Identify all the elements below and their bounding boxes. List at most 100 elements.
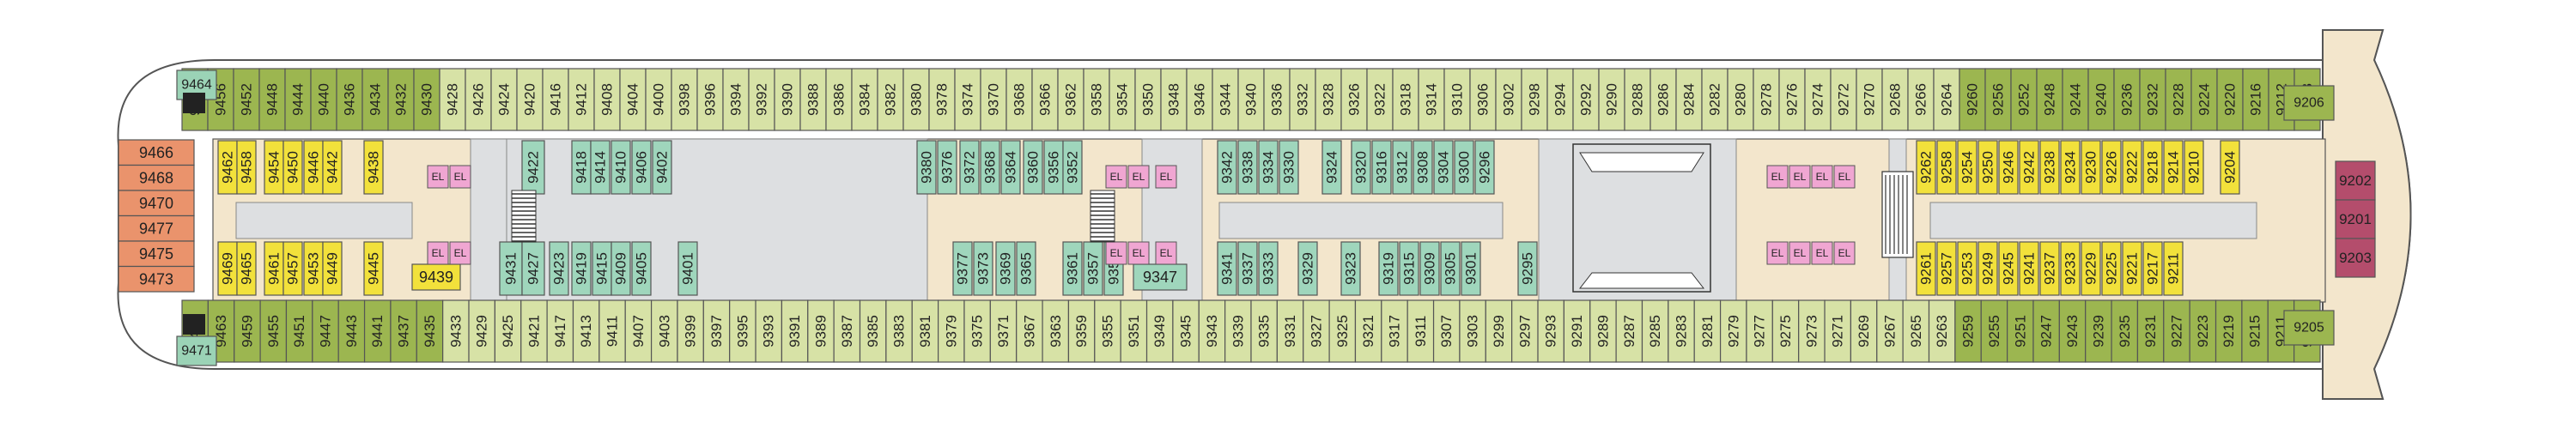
cabin-9225[interactable]: 9225 <box>2101 241 2122 296</box>
cabin-9374[interactable]: 9374 <box>954 68 981 131</box>
cabin-9421[interactable]: 9421 <box>520 299 548 363</box>
cabin-9242[interactable]: 9242 <box>2019 140 2039 195</box>
cabin-9372[interactable]: 9372 <box>959 140 980 195</box>
cabin-9359[interactable]: 9359 <box>1067 299 1096 363</box>
cabin-9340[interactable]: 9340 <box>1237 68 1265 131</box>
cabin-9419[interactable]: 9419 <box>571 241 592 296</box>
cabin-9300[interactable]: 9300 <box>1454 140 1474 195</box>
cabin-9468[interactable]: 9468 <box>118 164 195 191</box>
cabin-9438[interactable]: 9438 <box>363 140 384 195</box>
cabin-9232[interactable]: 9232 <box>2139 68 2166 131</box>
cabin-9296[interactable]: 9296 <box>1474 140 1495 195</box>
cabin-9275[interactable]: 9275 <box>1771 299 1800 363</box>
cabin-9309[interactable]: 9309 <box>1419 241 1440 296</box>
cabin-9395[interactable]: 9395 <box>729 299 756 363</box>
cabin-9441[interactable]: 9441 <box>363 299 392 363</box>
cabin-9255[interactable]: 9255 <box>1980 299 2008 363</box>
cabin-9318[interactable]: 9318 <box>1392 68 1419 131</box>
cabin-9336[interactable]: 9336 <box>1263 68 1291 131</box>
cabin-9349[interactable]: 9349 <box>1145 299 1174 363</box>
cabin-9330[interactable]: 9330 <box>1279 140 1299 195</box>
cabin-9448[interactable]: 9448 <box>258 68 286 131</box>
cabin-9244[interactable]: 9244 <box>2062 68 2089 131</box>
cabin-9368[interactable]: 9368 <box>1005 68 1033 131</box>
cabin-9248[interactable]: 9248 <box>2036 68 2063 131</box>
cabin-9403[interactable]: 9403 <box>650 299 678 363</box>
cabin-9218[interactable]: 9218 <box>2142 140 2163 195</box>
cabin-9320[interactable]: 9320 <box>1351 140 1371 195</box>
cabin-9226[interactable]: 9226 <box>2101 140 2122 195</box>
cabin-9413[interactable]: 9413 <box>572 299 600 363</box>
cabin-9224[interactable]: 9224 <box>2190 68 2218 131</box>
cabin-9342[interactable]: 9342 <box>1217 140 1237 195</box>
cabin-9217[interactable]: 9217 <box>2142 241 2163 296</box>
cabin-9389[interactable]: 9389 <box>807 299 835 363</box>
cabin-9450[interactable]: 9450 <box>283 140 303 195</box>
cabin-9322[interactable]: 9322 <box>1366 68 1394 131</box>
cabin-9249[interactable]: 9249 <box>1978 241 1998 296</box>
cabin-9443[interactable]: 9443 <box>337 299 366 363</box>
cabin-9333[interactable]: 9333 <box>1258 241 1279 296</box>
cabin-9253[interactable]: 9253 <box>1957 241 1978 296</box>
cabin-9321[interactable]: 9321 <box>1354 299 1382 363</box>
cabin-9236[interactable]: 9236 <box>2113 68 2141 131</box>
cabin-9285[interactable]: 9285 <box>1641 299 1669 363</box>
cabin-9288[interactable]: 9288 <box>1624 68 1651 131</box>
cabin-9422[interactable]: 9422 <box>521 140 545 195</box>
cabin-9358[interactable]: 9358 <box>1083 68 1110 131</box>
cabin-9408[interactable]: 9408 <box>593 68 621 131</box>
cabin-9393[interactable]: 9393 <box>755 299 783 363</box>
cabin-9440[interactable]: 9440 <box>310 68 337 131</box>
cabin-9267[interactable]: 9267 <box>1876 299 1904 363</box>
cabin-9473[interactable]: 9473 <box>118 265 195 293</box>
cabin-9357[interactable]: 9357 <box>1083 241 1103 296</box>
cabin-9406[interactable]: 9406 <box>631 140 652 195</box>
cabin-9262[interactable]: 9262 <box>1916 140 1936 195</box>
cabin-9237[interactable]: 9237 <box>2039 241 2060 296</box>
cabin-9355[interactable]: 9355 <box>1094 299 1121 363</box>
cabin-9201[interactable]: 9201 <box>2335 199 2376 239</box>
cabin-9367[interactable]: 9367 <box>1016 299 1043 363</box>
cabin-9310[interactable]: 9310 <box>1443 68 1471 131</box>
cabin-9404[interactable]: 9404 <box>619 68 647 131</box>
cabin-9220[interactable]: 9220 <box>2216 68 2244 131</box>
cabin-9228[interactable]: 9228 <box>2165 68 2192 131</box>
cabin-9250[interactable]: 9250 <box>1978 140 1998 195</box>
cabin-9434[interactable]: 9434 <box>361 68 389 131</box>
cabin-9381[interactable]: 9381 <box>911 299 939 363</box>
cabin-9324[interactable]: 9324 <box>1321 140 1342 195</box>
cabin-9214[interactable]: 9214 <box>2163 140 2184 195</box>
cabin-9447[interactable]: 9447 <box>312 299 339 363</box>
cabin-9277[interactable]: 9277 <box>1746 299 1773 363</box>
cabin-9410[interactable]: 9410 <box>611 140 631 195</box>
cabin-9462[interactable]: 9462 <box>217 140 238 195</box>
cabin-9470[interactable]: 9470 <box>118 190 195 217</box>
cabin-9338[interactable]: 9338 <box>1237 140 1258 195</box>
cabin-9398[interactable]: 9398 <box>671 68 698 131</box>
cabin-9279[interactable]: 9279 <box>1719 299 1747 363</box>
cabin-9261[interactable]: 9261 <box>1916 241 1936 296</box>
cabin-9360[interactable]: 9360 <box>1023 140 1043 195</box>
cabin-9449[interactable]: 9449 <box>322 241 343 296</box>
cabin-9356[interactable]: 9356 <box>1043 140 1064 195</box>
cabin-9407[interactable]: 9407 <box>624 299 653 363</box>
cabin-9268[interactable]: 9268 <box>1881 68 1909 131</box>
cabin-9325[interactable]: 9325 <box>1328 299 1357 363</box>
cabin-9339[interactable]: 9339 <box>1224 299 1252 363</box>
cabin-9241[interactable]: 9241 <box>2019 241 2039 296</box>
cabin-9402[interactable]: 9402 <box>652 140 672 195</box>
cabin-9375[interactable]: 9375 <box>963 299 991 363</box>
cabin-9271[interactable]: 9271 <box>1824 299 1852 363</box>
cabin-9371[interactable]: 9371 <box>989 299 1018 363</box>
cabin-9266[interactable]: 9266 <box>1907 68 1935 131</box>
cabin-9204[interactable]: 9204 <box>2220 140 2240 195</box>
cabin-9452[interactable]: 9452 <box>233 68 260 131</box>
cabin-9427[interactable]: 9427 <box>521 241 545 296</box>
cabin-9418[interactable]: 9418 <box>571 140 592 195</box>
cabin-9369[interactable]: 9369 <box>995 241 1016 296</box>
cabin-9378[interactable]: 9378 <box>928 68 956 131</box>
cabin-9411[interactable]: 9411 <box>598 299 626 363</box>
cabin-9346[interactable]: 9346 <box>1186 68 1213 131</box>
cabin-9431[interactable]: 9431 <box>499 241 523 296</box>
cabin-9423[interactable]: 9423 <box>549 241 569 296</box>
